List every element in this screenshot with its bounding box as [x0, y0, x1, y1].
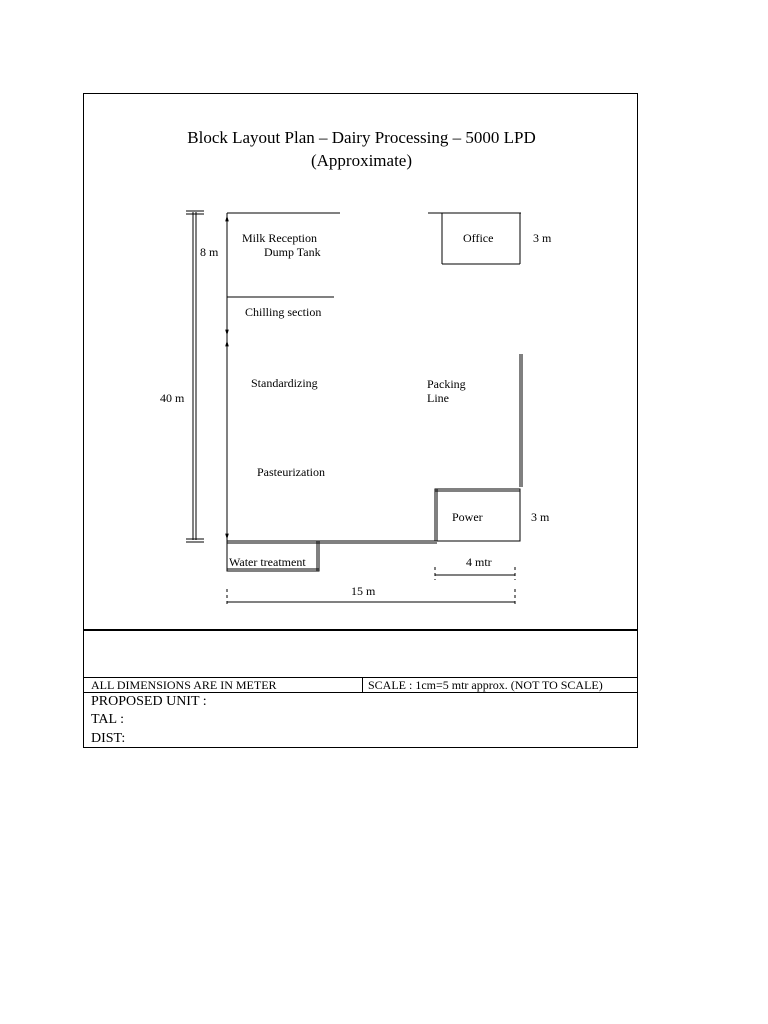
layout-sheet: Block Layout Plan – Dairy Processing – 5… [83, 93, 638, 748]
room-label-standardizing: Standardizing [251, 376, 318, 390]
room-label-dump-tank: Dump Tank [264, 245, 321, 259]
dim-label-3m-power: 3 m [531, 510, 550, 524]
plan-subtitle: (Approximate) [310, 151, 413, 170]
water-treatment-box [226, 540, 320, 572]
room-label-milk-reception: Milk Reception [242, 231, 317, 245]
dist-field: DIST: [91, 731, 126, 746]
dim-label-40m: 40 m [160, 391, 185, 405]
dim-label-4mtr: 4 mtr [466, 555, 492, 569]
scale-note: SCALE : 1cm=5 mtr approx. (NOT TO SCALE) [368, 678, 603, 692]
footer-row-bottom-line [84, 692, 637, 693]
tal-field: TAL : [91, 712, 124, 727]
plan-title: Block Layout Plan – Dairy Processing – 5… [187, 128, 536, 147]
room-label-power: Power [452, 510, 483, 524]
power-room [434, 488, 521, 542]
room-label-water-treatment: Water treatment [229, 555, 306, 569]
room-label-packing: Packing [427, 377, 466, 391]
footer-row-top-line [84, 677, 637, 678]
floor-plan-drawing [186, 210, 523, 605]
dim-label-15m: 15 m [351, 584, 376, 598]
dim-label-8m: 8 m [200, 245, 219, 259]
units-note: ALL DIMENSIONS ARE IN METER [91, 678, 277, 692]
title-block-divider [84, 629, 637, 631]
footer-cell-divider [362, 677, 363, 692]
room-label-office: Office [463, 231, 494, 245]
room-label-line: Line [427, 391, 449, 405]
room-label-chilling: Chilling section [245, 305, 322, 319]
room-label-pasteurization: Pasteurization [257, 465, 325, 479]
dim-label-3m-office: 3 m [533, 231, 552, 245]
proposed-unit-field: PROPOSED UNIT : [91, 694, 207, 709]
